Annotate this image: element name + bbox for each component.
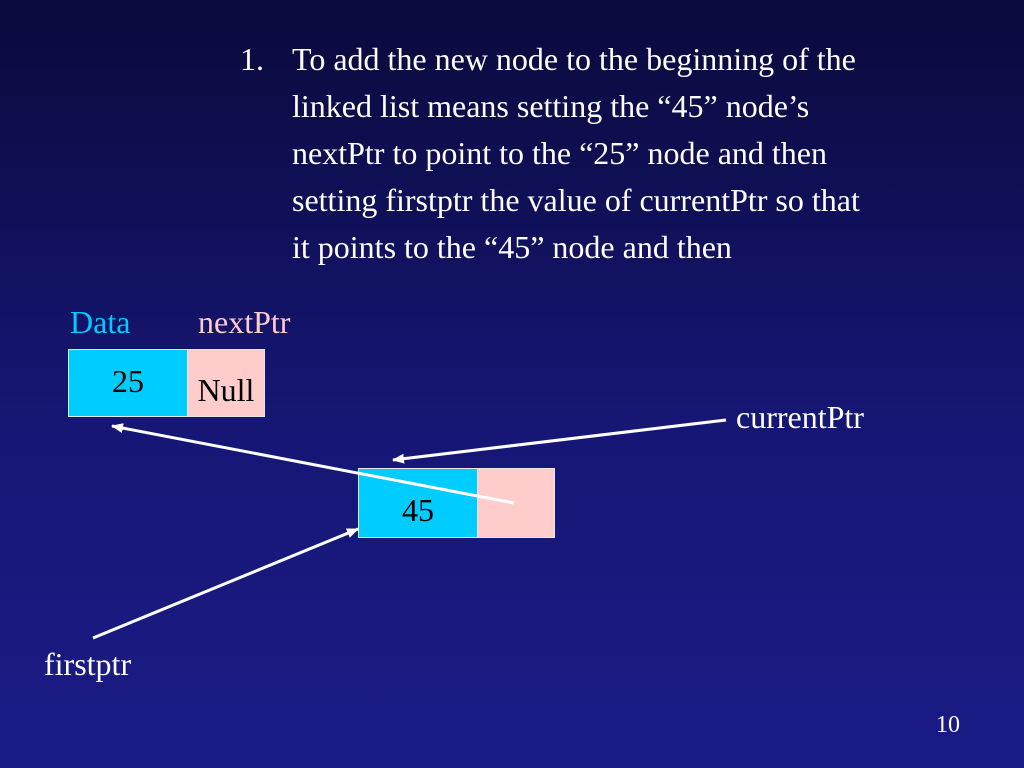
node-45-next-cell xyxy=(477,468,555,538)
node-25-data-cell: 25 xyxy=(68,349,188,417)
current-ptr-label: currentPtr xyxy=(736,399,864,435)
first-ptr-label: firstptr xyxy=(44,646,132,682)
data-field-label: Data xyxy=(70,304,131,340)
body-line: setting firstptr the value of currentPtr… xyxy=(292,182,860,218)
body-line: it points to the “45” node and then xyxy=(292,229,732,265)
current-pointer-arrow xyxy=(392,418,727,464)
first-pointer-arrow xyxy=(92,527,359,640)
page-number: 10 xyxy=(936,712,960,738)
node-25-next-cell: Null xyxy=(187,349,265,417)
body-line: To add the new node to the beginning of … xyxy=(292,41,856,77)
nextptr-field-label: nextPtr xyxy=(198,304,291,340)
body-line: linked list means setting the “45” node’… xyxy=(292,88,810,124)
body-line: nextPtr to point to the “25” node and th… xyxy=(292,135,827,171)
next-pointer-arrow xyxy=(111,423,515,505)
list-number: 1. xyxy=(240,41,264,77)
body-text: To add the new node to the beginning of … xyxy=(292,36,1007,271)
node-45-data-cell: 45 xyxy=(358,468,478,538)
